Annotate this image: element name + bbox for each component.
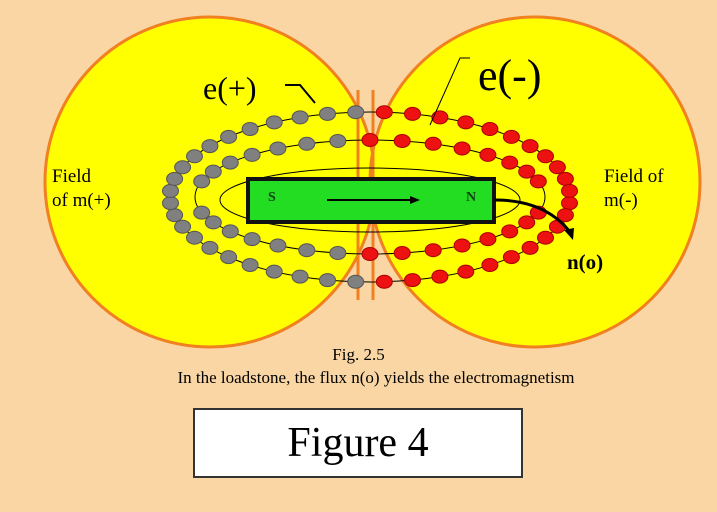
positive-charge-dot: [265, 115, 283, 130]
negative-charge-dot: [521, 240, 539, 255]
positive-charge-dot: [162, 196, 179, 211]
positive-charge-dot: [174, 160, 192, 175]
figure-label: Figure 4: [193, 408, 523, 478]
positive-charge-dot: [291, 269, 309, 284]
negative-charge-dot: [479, 232, 497, 247]
positive-charge-dot: [269, 238, 287, 253]
positive-charge-dot: [220, 129, 238, 144]
negative-charge-dot: [431, 110, 449, 125]
flux-arrow: [494, 198, 572, 233]
negative-charge-dot: [556, 171, 574, 186]
positive-charge-dot: [319, 106, 336, 121]
negative-charge-dot: [431, 269, 449, 284]
negative-charge-dot: [404, 273, 421, 288]
negative-charge-dot: [529, 174, 547, 189]
negative-charge-dot: [361, 133, 379, 147]
positive-charge-dot: [193, 174, 211, 189]
negative-charge-dot: [518, 164, 536, 179]
positive-charge-dot: [193, 205, 211, 220]
negative-charge-dot: [457, 115, 475, 130]
charge-dots: [162, 105, 578, 289]
field-left-label-2: of m(+): [52, 190, 111, 211]
positive-charge-dot: [347, 274, 365, 289]
negative-charge-dot: [453, 141, 471, 156]
field-right-label-2: m(-): [604, 190, 638, 211]
positive-charge-dot: [201, 240, 219, 255]
positive-charge-dot: [329, 246, 347, 260]
north-pole-label: N: [466, 190, 477, 205]
negative-charge-dot: [481, 122, 499, 136]
negative-charge-dot: [404, 106, 421, 121]
positive-charge-dot: [174, 219, 192, 234]
e-plus-pointer: [285, 84, 316, 104]
positive-charge-dot: [204, 164, 222, 179]
positive-charge-dot: [186, 230, 203, 245]
positive-charge-dot: [186, 149, 203, 164]
positive-charge-dot: [347, 105, 365, 120]
negative-charge-dot: [502, 129, 520, 144]
positive-charge-dot: [201, 139, 219, 154]
negative-charge-dot: [501, 224, 519, 239]
positive-charge-dot: [241, 122, 259, 136]
positive-charge-dot: [319, 273, 336, 288]
positive-charge-dot: [166, 208, 184, 223]
negative-charge-dot: [556, 208, 574, 223]
negative-charge-dot: [375, 274, 393, 289]
negative-charge-dot: [521, 139, 539, 154]
flux-label: n(o): [567, 250, 604, 274]
negative-charge-dot: [548, 160, 566, 175]
magnet-arrow-head: [410, 196, 420, 204]
negative-charge-dot: [537, 149, 554, 164]
negative-charge-dot: [537, 230, 554, 245]
positive-charge-dot: [166, 171, 184, 186]
positive-charge-dot: [265, 264, 283, 279]
e-minus-label: e(-): [478, 51, 542, 100]
negative-charge-dot: [375, 105, 393, 120]
positive-charge-dot: [298, 243, 316, 258]
negative-charge-dot: [393, 246, 411, 260]
positive-charge-dot: [291, 110, 309, 125]
negative-charge-dot: [502, 250, 520, 265]
caption-text: In the loadstone, the flux n(o) yields t…: [177, 368, 575, 387]
positive-charge-dot: [269, 141, 287, 156]
positive-charge-dot: [243, 147, 261, 162]
negative-charge-dot: [424, 243, 442, 258]
negative-charge-dot: [361, 247, 379, 261]
positive-charge-dot: [162, 183, 179, 198]
negative-charge-dot: [501, 155, 519, 170]
negative-charge-dot: [424, 136, 442, 151]
negative-charge-dot: [453, 238, 471, 253]
positive-charge-dot: [241, 258, 259, 272]
e-plus-label: e(+): [203, 70, 257, 106]
negative-charge-dot: [561, 183, 578, 198]
positive-charge-dot: [221, 224, 239, 239]
e-minus-pointer: [429, 57, 470, 126]
negative-charge-dot: [457, 264, 475, 279]
positive-charge-dot: [220, 250, 238, 265]
field-right-label-1: Field of: [604, 166, 664, 187]
negative-charge-dot: [481, 258, 499, 272]
caption-fig: Fig. 2.5: [332, 345, 385, 364]
positive-charge-dot: [204, 215, 222, 230]
positive-charge-dot: [329, 134, 347, 148]
positive-charge-dot: [298, 136, 316, 151]
positive-charge-dot: [243, 232, 261, 247]
south-pole-label: S: [268, 190, 276, 205]
negative-charge-dot: [393, 134, 411, 148]
positive-charge-dot: [221, 155, 239, 170]
negative-charge-dot: [479, 147, 497, 162]
negative-charge-dot: [518, 215, 536, 230]
flux-arrow-head: [564, 228, 574, 240]
negative-charge-dot: [561, 196, 578, 211]
field-left-label-1: Field: [52, 166, 92, 187]
